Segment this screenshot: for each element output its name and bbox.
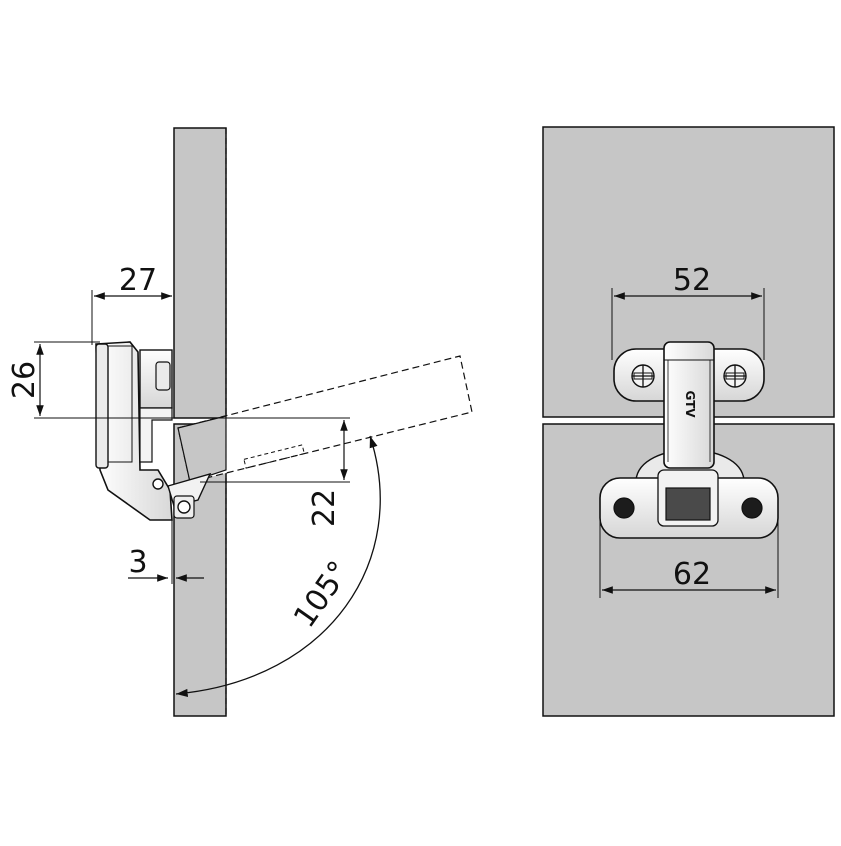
side-view: 27 26 22 3 105°	[7, 127, 473, 717]
dim-52-label: 52	[673, 263, 711, 298]
dim-3-label: 3	[128, 545, 147, 580]
screw-right-icon	[723, 364, 747, 388]
dim-62-label: 62	[673, 557, 711, 592]
screw-left-icon	[631, 364, 655, 388]
plate-hole-right	[741, 497, 763, 519]
dark-insert	[665, 487, 711, 521]
angle-105-label: 105°	[287, 555, 357, 634]
cup-plate	[599, 449, 779, 539]
front-view: GTV 52 62	[542, 126, 835, 717]
dim-27-label: 27	[119, 263, 157, 298]
dim-26-label: 26	[7, 361, 42, 399]
hinge-logo: GTV	[683, 390, 697, 418]
plate-hole-left	[613, 497, 635, 519]
dim-22-label: 22	[307, 489, 342, 527]
hinge-arm: GTV	[663, 341, 715, 469]
angle-105-arc	[175, 435, 381, 698]
cabinet-wall-upper	[173, 127, 227, 419]
